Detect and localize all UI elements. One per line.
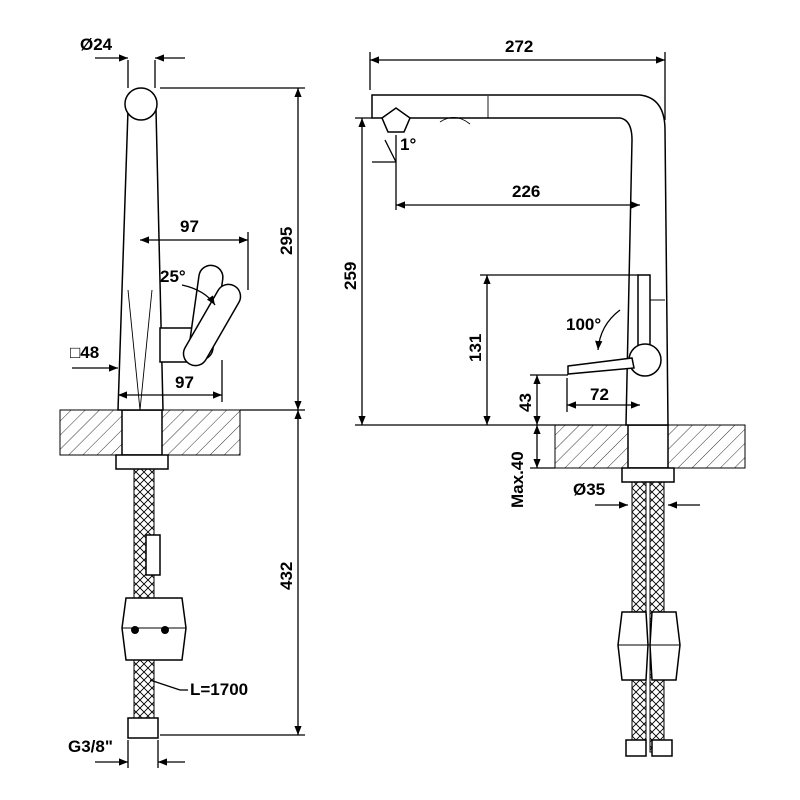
lever-hub bbox=[628, 343, 662, 377]
front-view: 272 1° 226 259 131 100° 43 72 Max.40 Ø35 bbox=[341, 37, 746, 757]
dim-thread: G3/8" bbox=[68, 737, 113, 756]
dim-lever-reach: 72 bbox=[590, 385, 609, 404]
dim-spout-tilt: 1° bbox=[400, 135, 416, 154]
faucet-body bbox=[117, 109, 164, 411]
dim-height-above-counter: 295 bbox=[277, 227, 296, 255]
dim-spout-height: 259 bbox=[341, 262, 360, 290]
ball-top bbox=[124, 87, 158, 121]
lever bbox=[637, 274, 651, 356]
dim-body-square: □48 bbox=[70, 343, 99, 362]
dim-handle-reach: 97 bbox=[180, 217, 199, 236]
shank-right bbox=[627, 424, 669, 469]
dim-hose-height: 432 bbox=[277, 562, 296, 590]
thread-nut bbox=[127, 717, 159, 739]
connector-left bbox=[617, 611, 649, 681]
dim-lever-low-height: 43 bbox=[516, 393, 535, 412]
dim-max-counter-thickness: Max.40 bbox=[508, 451, 527, 508]
mounting-nut bbox=[115, 454, 169, 470]
dim-hose-length: L=1700 bbox=[190, 680, 248, 699]
side-view: Ø24 97 25° 97 □48 295 432 L=1700 G3/8" bbox=[59, 35, 305, 768]
handle-tilted bbox=[182, 283, 242, 367]
dim-handle-rotation: 100° bbox=[566, 315, 601, 334]
spout bbox=[371, 94, 669, 426]
dim-spout-reach: 226 bbox=[512, 182, 540, 201]
connector-right bbox=[649, 611, 681, 681]
dim-hole-diameter: Ø35 bbox=[573, 480, 605, 499]
spray-head bbox=[381, 107, 411, 133]
shank bbox=[121, 409, 163, 456]
dim-handle-angle: 25° bbox=[160, 267, 186, 286]
dim-ball-diameter: Ø24 bbox=[80, 35, 113, 54]
dim-lever-height: 131 bbox=[466, 334, 485, 362]
hose-braided bbox=[133, 468, 155, 720]
dim-overall-width: 272 bbox=[505, 37, 533, 56]
lever-lowered bbox=[567, 357, 635, 375]
dim-base-reach: 97 bbox=[175, 373, 194, 392]
